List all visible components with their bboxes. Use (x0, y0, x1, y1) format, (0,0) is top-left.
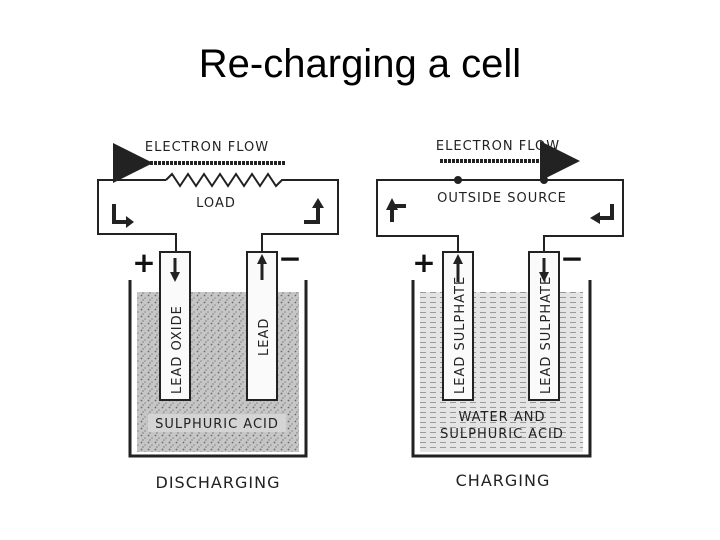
charging-flow-label: ELECTRON FLOW (436, 139, 560, 154)
load-resistor-icon (165, 172, 288, 188)
charging-caption: CHARGING (456, 471, 551, 490)
discharging-beaker (128, 280, 308, 458)
charging-circuit-wire (376, 179, 624, 252)
water-and-label: WATER AND (459, 410, 546, 425)
charging-negative-symbol: − (560, 242, 583, 275)
charging-sulphuric-acid-label: SULPHURIC ACID (440, 427, 564, 442)
lead-label: LEAD (257, 318, 272, 356)
load-label: LOAD (196, 196, 236, 211)
lead-oxide-arrow-icon (170, 272, 180, 282)
charging-positive-symbol: + (412, 246, 435, 279)
charging-negative-plate-label: LEAD SULPHATE (539, 276, 554, 394)
discharging-circuit-wire (97, 179, 339, 252)
lead-arrow-icon (257, 254, 267, 264)
source-terminal-negative (540, 176, 548, 184)
discharge-current-arrow-right-icon (304, 206, 320, 224)
discharge-current-arrow-left-icon (112, 204, 128, 224)
charging-positive-plate-label: LEAD SULPHATE (453, 276, 468, 394)
charging-beaker (411, 280, 592, 458)
discharging-flow-label: ELECTRON FLOW (145, 140, 269, 155)
source-terminal-positive (454, 176, 462, 184)
lead-oxide-label: LEAD OXIDE (170, 305, 185, 394)
charge-current-arrow-right-icon (598, 204, 614, 220)
slide-title: Re-charging a cell (198, 42, 522, 86)
discharging-positive-symbol: + (132, 246, 155, 279)
discharging-negative-symbol: − (278, 242, 301, 275)
discharging-caption: DISCHARGING (156, 473, 281, 492)
outside-source-label: OUTSIDE SOURCE (437, 191, 567, 206)
discharging-cell: ELECTRON FLOW LOAD + − LEAD OXIDE LEAD S… (97, 140, 339, 492)
charging-positive-arrow-icon (453, 254, 463, 264)
sulphuric-acid-label: SULPHURIC ACID (155, 417, 279, 432)
charging-cell: ELECTRON FLOW OUTSIDE SOURCE + − LEAD SU… (376, 139, 624, 490)
charging-negative-arrow-icon (539, 272, 549, 282)
